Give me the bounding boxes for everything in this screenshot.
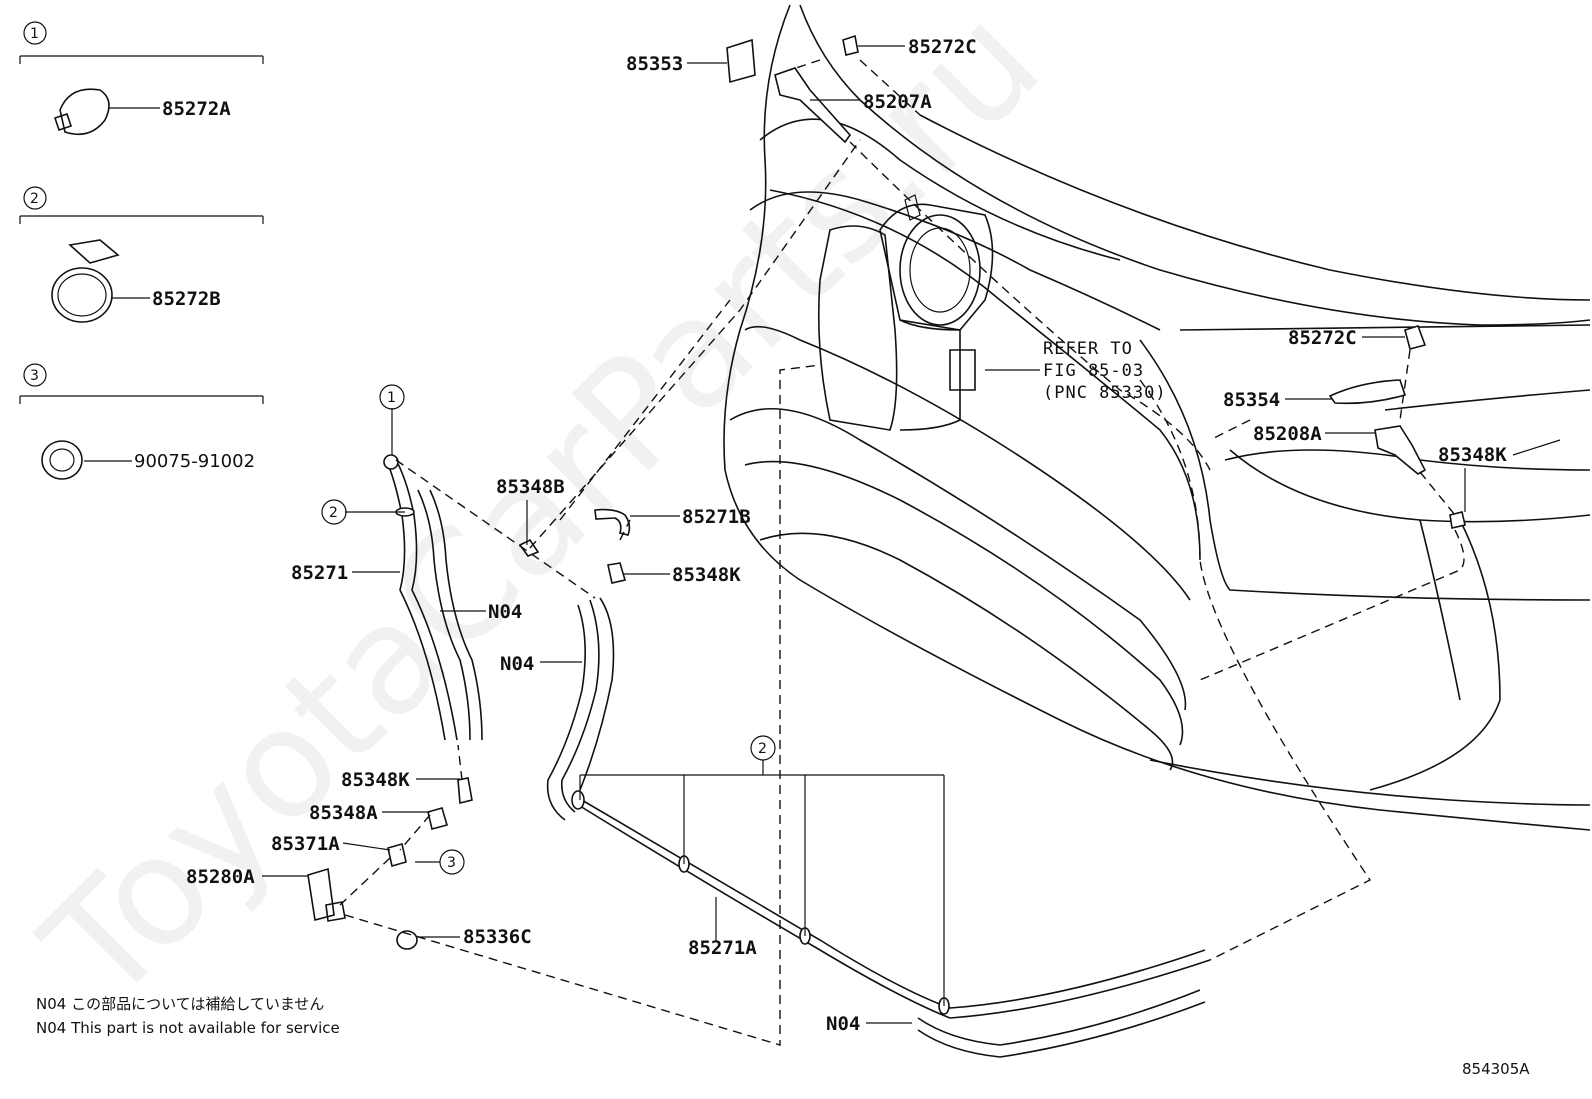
grommet-85336C-icon (396, 930, 418, 950)
hose-N04-middle (546, 597, 615, 821)
label-85348K-mid: 85348K (672, 564, 741, 586)
refer-line-3: (PNC 85330) (1043, 383, 1167, 403)
label-85348K-low: 85348K (341, 769, 410, 791)
label-85348B: 85348B (496, 476, 565, 498)
part-label-85272B: 85272B (152, 288, 221, 310)
refer-note: REFER TO FIG 85-03 (PNC 85330) (1043, 339, 1167, 403)
cap-85354-icon (1328, 379, 1407, 405)
label-85353: 85353 (626, 53, 683, 75)
hose-N04-left (417, 489, 483, 741)
note-japanese: N04 この部品については補給していません (36, 995, 324, 1013)
callout-3: 3 (447, 855, 456, 871)
label-85280A: 85280A (186, 866, 255, 888)
callout-circles: 1 2 2 3 (321, 384, 776, 875)
small-joints (307, 538, 627, 950)
legend-group-2: 2 85272B (19, 186, 264, 323)
hose-N04-bottom (917, 989, 1206, 1058)
callout-1: 1 (387, 390, 396, 406)
callout-2-bracket: 2 (758, 741, 767, 757)
figure-id: 854305A (1462, 1060, 1530, 1078)
label-85371A: 85371A (271, 833, 340, 855)
joint-85348K-low-icon (457, 777, 473, 805)
joint-85348K-right-icon (1449, 511, 1466, 529)
leader-lines (262, 45, 1561, 1024)
label-85271B: 85271B (682, 506, 751, 528)
legend-group-3: 3 90075-91002 (19, 363, 264, 480)
footnotes: N04 この部品については補給していません N04 This part is n… (36, 995, 1530, 1078)
hose-85271B (594, 508, 631, 536)
check-valve-85371A-icon (387, 842, 407, 868)
joint-85348K-mid-icon (607, 562, 627, 584)
label-85348K-right: 85348K (1438, 444, 1507, 466)
label-85354: 85354 (1223, 389, 1280, 411)
label-85272C-right: 85272C (1288, 327, 1357, 349)
headlamp-washer-right (1328, 325, 1466, 529)
label-N04-middle: N04 (500, 653, 534, 675)
connection-lines (339, 59, 1465, 1046)
callout-2-hose: 2 (329, 505, 338, 521)
clip-85272C-top-icon (842, 34, 859, 56)
part-label-90075-91002: 90075-91002 (134, 451, 255, 472)
cap-85353-icon (726, 38, 756, 84)
hose-clamp-a-icon (53, 88, 110, 136)
headlamp-washer-left (726, 34, 859, 144)
refer-line-2: FIG 85-03 (1043, 361, 1144, 381)
label-85208A: 85208A (1253, 423, 1322, 445)
hose-85271 (383, 454, 458, 741)
part-label-85272A: 85272A (162, 98, 231, 120)
hose-85271A (571, 790, 1211, 1019)
legend-number-3: 3 (30, 368, 39, 384)
label-N04-bottom: N04 (826, 1013, 860, 1035)
nozzle-85208A-icon (1374, 425, 1427, 475)
hose-clamp-b-icon (51, 267, 113, 323)
legend-number-2: 2 (30, 191, 39, 207)
label-85271: 85271 (291, 562, 348, 584)
legend-number-1: 1 (30, 26, 39, 42)
label-85348A: 85348A (309, 802, 378, 824)
legend-group-1: 1 85272A (19, 21, 264, 136)
grommet-icon (41, 440, 83, 480)
clip-85272C-right-icon (1404, 325, 1427, 350)
joint-85348A-icon (427, 807, 448, 830)
part-labels: 85353 85272C 85207A 85348B 85271B 85348K… (186, 36, 1507, 1035)
refer-line-1: REFER TO (1043, 339, 1133, 359)
watermark: ToyotaCarParts.ru (12, 0, 1074, 1036)
label-85207A: 85207A (863, 91, 932, 113)
clamp-1-on-hose-icon (383, 454, 399, 470)
label-N04-left: N04 (488, 601, 522, 623)
label-85271A: 85271A (688, 937, 757, 959)
label-85336C: 85336C (463, 926, 532, 948)
nozzle-85207A-icon (774, 67, 852, 144)
label-85272C-top: 85272C (908, 36, 977, 58)
note-english: N04 This part is not available for servi… (36, 1019, 340, 1037)
pump-85280A-icon (307, 867, 346, 922)
vehicle-front-outline (723, 4, 1591, 831)
